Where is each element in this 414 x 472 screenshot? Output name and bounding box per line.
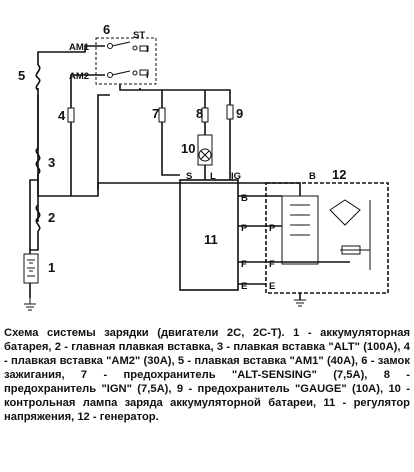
label-fuse-ign-number: 8	[196, 106, 203, 121]
label-terminal-ig: IG	[231, 171, 241, 182]
fusible-link-alt	[35, 147, 41, 175]
label-terminal-s: S	[186, 171, 192, 182]
figure-caption: Схема системы зарядки (двигатели 2С, 2С-…	[4, 327, 410, 423]
fuse-am2	[67, 107, 75, 123]
ground-symbol-alternator	[294, 299, 306, 307]
label-gen-terminal-e: E	[269, 281, 275, 292]
label-gen-terminal-p: P	[269, 223, 276, 234]
label-reg-terminal-b: B	[241, 193, 248, 204]
main-feed-wire	[29, 88, 39, 298]
ground-symbol-battery	[24, 298, 36, 311]
label-am2: AM2	[69, 71, 89, 82]
label-alternator-number: 12	[332, 167, 346, 182]
label-fuse-am2-number: 4	[58, 108, 66, 123]
label-reg-terminal-f: F	[241, 259, 247, 270]
label-terminal-l: L	[210, 171, 216, 182]
label-gen-terminal-b: B	[309, 171, 316, 182]
label-battery-number: 1	[48, 260, 55, 275]
voltage-regulator	[179, 179, 239, 291]
label-lamp-number: 10	[181, 141, 195, 156]
label-ignition-switch-number: 6	[103, 22, 110, 37]
svg-text:I: I	[146, 70, 149, 81]
battery	[23, 253, 39, 284]
label-main-fuse-number: 2	[48, 210, 55, 225]
wiring-schematic: ST I I	[18, 22, 389, 311]
label-regulator-number: 11	[204, 232, 218, 247]
fuse-gauge	[226, 104, 234, 120]
fusible-link-main	[35, 204, 41, 232]
label-fuse-alt-number: 3	[48, 155, 55, 170]
label-fuse-alt-sensing-number: 7	[152, 106, 159, 121]
svg-text:I: I	[146, 44, 149, 55]
svg-text:ST: ST	[133, 30, 145, 41]
label-gen-terminal-f: F	[269, 259, 275, 270]
charge-warning-lamp	[197, 134, 213, 166]
label-reg-terminal-p: P	[241, 223, 248, 234]
fuse-alt-sensing	[158, 107, 166, 123]
label-reg-terminal-e: E	[241, 281, 247, 292]
ignition-switch: ST I I	[95, 30, 157, 85]
label-fuse-am1-number: 5	[18, 68, 25, 83]
label-am1: AM1	[69, 42, 90, 53]
fusible-link-am1	[35, 64, 41, 91]
label-fuse-gauge-number: 9	[236, 106, 243, 121]
alternator	[265, 182, 389, 294]
